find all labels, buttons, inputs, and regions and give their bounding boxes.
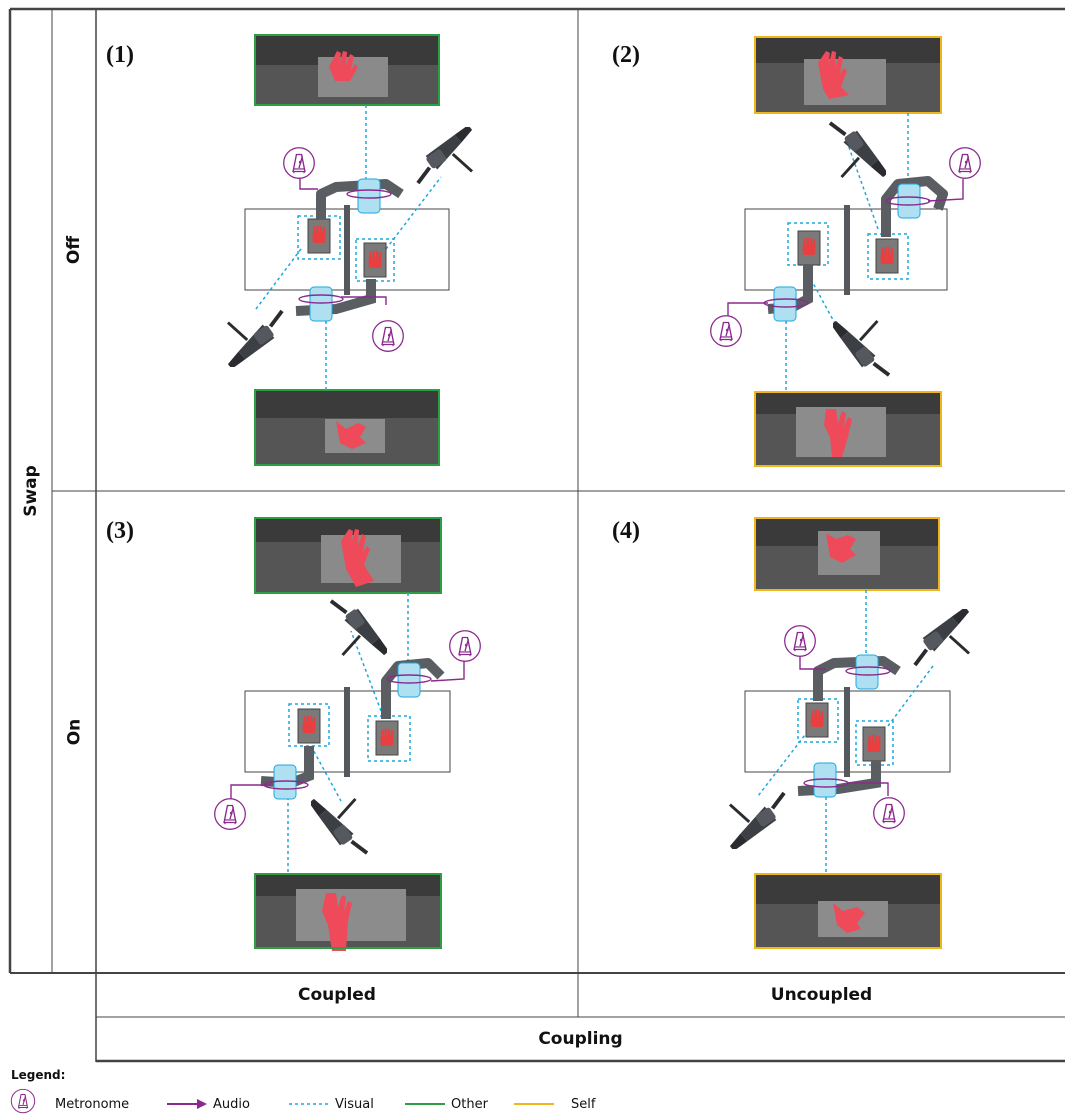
legend-metronome-label: Metronome [55, 1097, 130, 1112]
panel-4-diagram [728, 517, 971, 949]
panel-2-top-photo [754, 36, 942, 114]
panel-3-top-photo [254, 517, 442, 594]
legend-audio-label: Audio [213, 1097, 250, 1112]
row-level-off: Off [63, 235, 84, 265]
panel-4-bottom-photo [754, 873, 942, 949]
panel-2-label: (2) [612, 42, 640, 68]
legend-self-label: Self [571, 1097, 596, 1112]
legend-title: Legend: [11, 1068, 66, 1082]
other-line-icon [405, 1103, 445, 1105]
col-level-uncoupled: Uncoupled [770, 985, 873, 1005]
arrow-icon [167, 1099, 207, 1109]
swap-label: Swap [21, 465, 41, 517]
col-level-coupled: Coupled [298, 985, 376, 1005]
panel-3-label: (3) [106, 518, 134, 544]
panel-3-bottom-photo [254, 873, 442, 951]
dotted-line-icon [289, 1103, 329, 1105]
panel-1-bottom-photo [254, 389, 440, 466]
panel-1-label: (1) [106, 42, 134, 68]
self-line-icon [514, 1103, 554, 1105]
row-level-on: On [64, 718, 84, 746]
panel-4-label: (4) [612, 518, 640, 544]
panel-1-top-photo [254, 34, 440, 106]
row-axis-title: Swap [10, 9, 52, 973]
legend-other-label: Other [451, 1097, 488, 1112]
panel-2-bottom-photo [754, 391, 942, 467]
panel-1-diagram [226, 34, 474, 466]
legend-visual-label: Visual [335, 1097, 374, 1112]
panel-2-diagram [710, 36, 981, 467]
col-axis-title: Coupling [538, 1029, 623, 1049]
panel-3-diagram [214, 517, 481, 951]
panel-4-top-photo [754, 517, 940, 591]
metronome-icon [10, 1088, 36, 1114]
